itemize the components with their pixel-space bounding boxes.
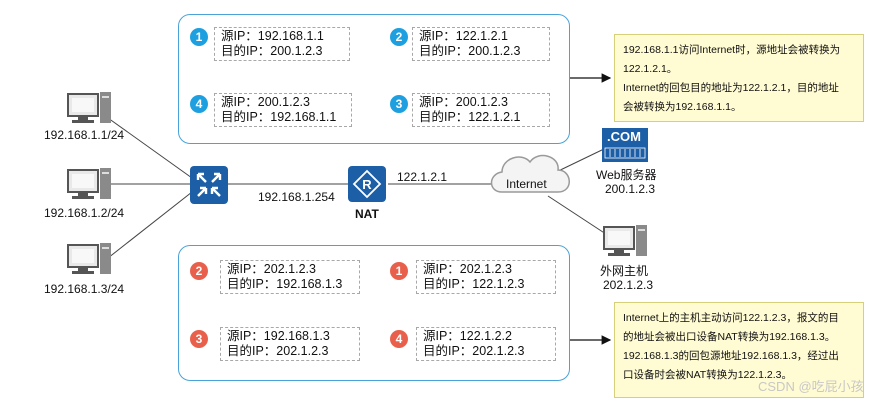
note-line: 192.168.1.1访问Internet时，源地址会被转换为 <box>623 44 841 56</box>
top-step-4-badge: 4 <box>190 95 208 113</box>
web-server-icon <box>602 128 648 162</box>
top-packet-2: 源IP：122.1.2.1 目的IP：200.1.2.3 <box>412 27 550 61</box>
top-packet-3: 源IP：200.1.2.3 目的IP：122.1.2.1 <box>412 93 550 127</box>
bottom-packet-4: 源IP：122.1.2.2 目的IP：202.1.2.3 <box>416 327 556 361</box>
note-line: 的地址会被出口设备NAT转换为192.168.1.3。 <box>623 331 836 343</box>
top-step-1-badge: 1 <box>190 28 208 46</box>
note-line: 会被转换为192.168.1.1。 <box>623 101 742 113</box>
bottom-packet-1: 源IP：202.1.2.3 目的IP：122.1.2.3 <box>416 260 556 294</box>
switch-icon <box>190 166 228 204</box>
bottom-step-2-badge: 2 <box>190 262 208 280</box>
packet-src: 源IP：192.168.1.1 <box>221 29 324 43</box>
packet-dst: 目的IP：192.168.1.1 <box>221 110 337 124</box>
bottom-step-1-badge: 1 <box>390 262 408 280</box>
bottom-packet-2: 源IP：202.1.2.3 目的IP：192.168.1.3 <box>220 260 360 294</box>
svg-text:R: R <box>362 177 372 192</box>
nat-public-ip: 122.1.2.1 <box>397 170 448 184</box>
internet-label: Internet <box>506 177 547 191</box>
host3-pc-icon <box>67 243 111 274</box>
host1-ip-label: 192.168.1.1/24 <box>44 128 125 142</box>
nat-router-icon: R <box>348 166 386 202</box>
note-line: Internet上的主机主动访问122.1.2.3，报文的目 <box>623 312 839 324</box>
packet-src: 源IP：122.1.2.1 <box>419 29 508 43</box>
packet-dst: 目的IP：202.1.2.3 <box>423 344 525 358</box>
link-host3-switch <box>107 191 193 259</box>
packet-src: 源IP：200.1.2.3 <box>419 95 508 109</box>
link-internet-exthost <box>547 195 613 239</box>
watermark: CSDN @吃屁小孩 <box>758 379 864 394</box>
switch-gateway-ip: 192.168.1.254 <box>258 190 335 204</box>
host2-pc-icon <box>67 168 111 199</box>
host2-ip-label: 192.168.1.2/24 <box>44 206 125 220</box>
ext-host-ip: 202.1.2.3 <box>603 278 654 292</box>
host1-pc-icon <box>67 92 111 123</box>
bottom-step-3-badge: 3 <box>190 330 208 348</box>
top-explanation-note: 192.168.1.1访问Internet时，源地址会被转换为 122.1.2.… <box>614 34 864 122</box>
top-packet-1: 源IP：192.168.1.1 目的IP：200.1.2.3 <box>214 27 350 61</box>
top-step-2-badge: 2 <box>390 28 408 46</box>
web-server-name: Web服务器 <box>596 168 657 182</box>
note-line: 口设备时会被NAT转换为122.1.2.3。 <box>623 369 793 381</box>
note-line: Internet的回包目的地址为122.1.2.1，目的地址 <box>623 82 839 94</box>
packet-src: 源IP：200.1.2.3 <box>221 95 310 109</box>
top-packet-4: 源IP：200.1.2.3 目的IP：192.168.1.1 <box>214 93 352 127</box>
bottom-explanation-note: Internet上的主机主动访问122.1.2.3，报文的目 的地址会被出口设备… <box>614 302 864 398</box>
packet-src: 源IP：192.168.1.3 <box>227 329 330 343</box>
packet-dst: 目的IP：200.1.2.3 <box>221 44 323 58</box>
packet-dst: 目的IP：200.1.2.3 <box>419 44 521 58</box>
bottom-packet-3: 源IP：192.168.1.3 目的IP：202.1.2.3 <box>220 327 360 361</box>
packet-dst: 目的IP：192.168.1.3 <box>227 277 343 291</box>
nat-label: NAT <box>355 207 379 221</box>
ext-host-pc-icon <box>603 225 647 256</box>
note-line: 192.168.1.3的回包源地址192.168.1.3，经过出 <box>623 350 839 362</box>
internet-cloud-icon <box>490 154 570 193</box>
web-server-com-text: .COM <box>607 129 641 144</box>
top-step-3-badge: 3 <box>390 95 408 113</box>
bottom-step-4-badge: 4 <box>390 330 408 348</box>
link-host1-switch <box>107 117 193 179</box>
packet-src: 源IP：202.1.2.3 <box>423 262 512 276</box>
host3-ip-label: 192.168.1.3/24 <box>44 282 125 296</box>
note-line: 122.1.2.1。 <box>623 63 678 75</box>
packet-dst: 目的IP：122.1.2.3 <box>423 277 525 291</box>
packet-dst: 目的IP：122.1.2.1 <box>419 110 521 124</box>
packet-src: 源IP：122.1.2.2 <box>423 329 512 343</box>
web-server-ip: 200.1.2.3 <box>605 182 656 196</box>
packet-dst: 目的IP：202.1.2.3 <box>227 344 329 358</box>
packet-src: 源IP：202.1.2.3 <box>227 262 316 276</box>
ext-host-name: 外网主机 <box>600 264 649 278</box>
